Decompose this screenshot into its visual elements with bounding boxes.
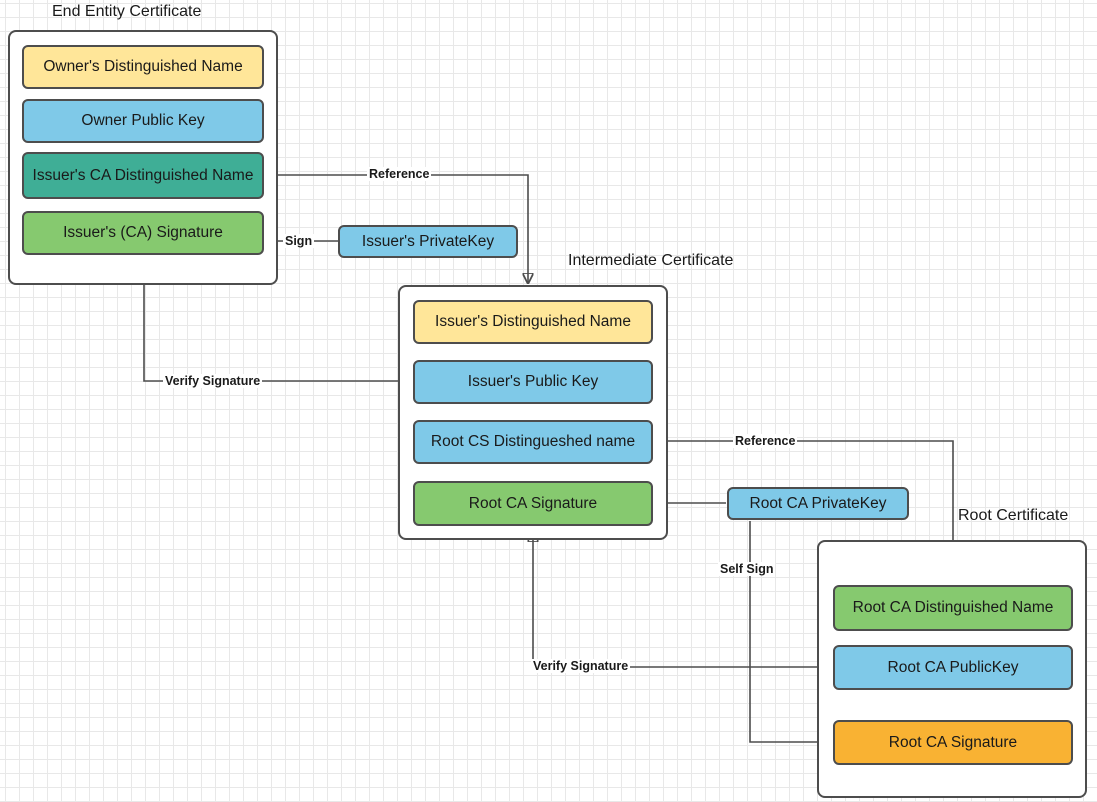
intermediate-field-root-cs-distinguished-name[interactable]: Root CS Distingueshed name: [413, 420, 653, 464]
end-entity-field-issuer-ca-signature[interactable]: Issuer's (CA) Signature: [22, 211, 264, 255]
root-field-root-ca-signature[interactable]: Root CA Signature: [833, 720, 1073, 765]
edge-label-self-sign: Self Sign: [718, 562, 776, 576]
issuer-private-key-box[interactable]: Issuer's PrivateKey: [338, 225, 518, 258]
wire-verify-signature-bottom: [533, 532, 831, 668]
intermediate-field-root-ca-signature[interactable]: Root CA Signature: [413, 481, 653, 526]
edge-label-reference-top: Reference: [367, 167, 432, 181]
intermediate-field-issuer-public-key[interactable]: Issuer's Public Key: [413, 360, 653, 404]
edge-label-verify-signature-top: Verify Signature: [163, 374, 263, 388]
end-entity-field-issuer-ca-distinguished-name[interactable]: Issuer's CA Distinguished Name: [22, 152, 264, 199]
root-field-root-ca-distinguished-name[interactable]: Root CA Distinguished Name: [833, 585, 1073, 631]
end-entity-field-owner-distinguished-name[interactable]: Owner's Distinguished Name: [22, 45, 264, 89]
end-entity-certificate-title: End Entity Certificate: [52, 3, 202, 20]
root-certificate-title: Root Certificate: [958, 507, 1069, 524]
edge-label-verify-signature-bottom: Verify Signature: [531, 659, 631, 673]
intermediate-certificate-title: Intermediate Certificate: [568, 252, 734, 269]
root-field-root-ca-public-key[interactable]: Root CA PublicKey: [833, 645, 1073, 690]
intermediate-field-issuer-distinguished-name[interactable]: Issuer's Distinguished Name: [413, 300, 653, 344]
edge-label-sign-issuer: Sign: [283, 234, 315, 248]
end-entity-field-owner-public-key[interactable]: Owner Public Key: [22, 99, 264, 143]
root-ca-private-key-box[interactable]: Root CA PrivateKey: [727, 487, 909, 520]
edge-label-reference-bottom: Reference: [733, 434, 798, 448]
